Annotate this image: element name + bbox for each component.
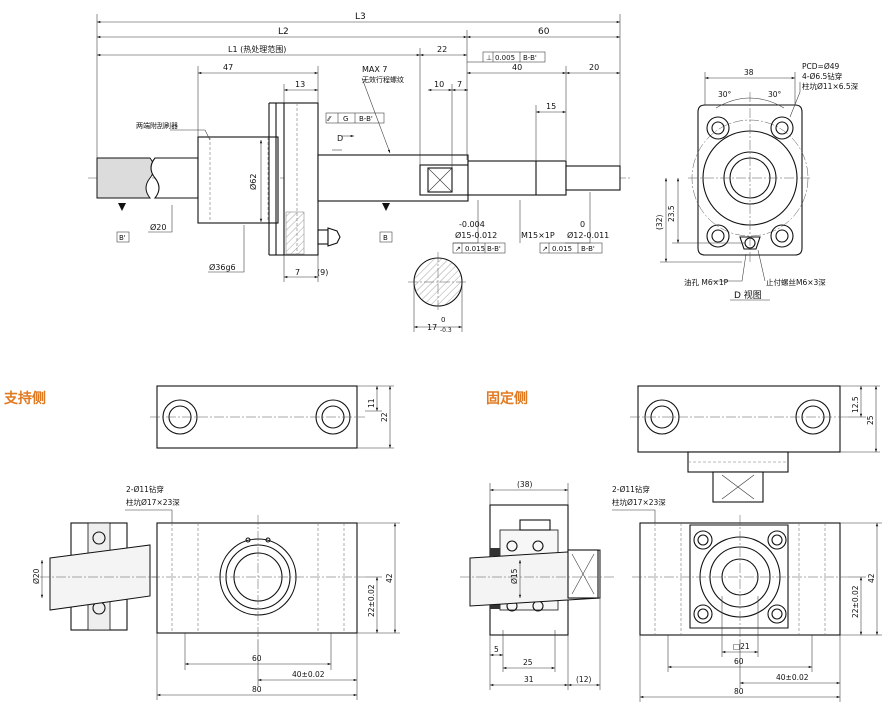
sup-w40: 40±0.02	[292, 670, 325, 679]
datum-b: B	[383, 234, 388, 242]
sup-h22b: 22±0.02	[367, 584, 376, 617]
support-side-section	[40, 522, 160, 631]
dim-7: 7	[457, 80, 462, 89]
datum-bp: B'	[119, 234, 126, 242]
fix-h25: 25	[866, 415, 875, 425]
fix-h125: 12.5	[851, 396, 860, 413]
fix-w80: 80	[734, 687, 744, 696]
dim-20: 20	[589, 63, 599, 72]
fix-dia15: Ø15	[510, 568, 519, 584]
d-angle-left: 30°	[718, 90, 732, 99]
fcf-perp-ref: B-B'	[523, 54, 537, 62]
dim-L3: L3	[355, 12, 366, 22]
fix-holes-2: 柱坑Ø17×23深	[612, 497, 666, 507]
sup-w60: 60	[252, 654, 262, 663]
fcf-perp-value: 0.005	[495, 54, 515, 62]
sup-h22: 22	[380, 412, 389, 422]
d-holes-2: 柱坑Ø11×6.5深	[802, 81, 859, 91]
fix-w31: 31	[524, 675, 534, 684]
fixed-side-front	[612, 509, 882, 702]
fixed-side-top	[630, 385, 880, 503]
d-width-38: 38	[744, 68, 754, 77]
dim-10: 10	[434, 80, 444, 89]
d-view-label: D 视图	[734, 289, 762, 301]
sup-holes-1: 2-Ø11钻穿	[126, 484, 164, 494]
datum-and-fcf: B' B ⊥ 0.005 B-B' ⁄⁄ G B-B' ↗ 0.015 B-B'…	[116, 51, 603, 254]
dim-dia36: Ø36g6	[209, 262, 236, 272]
tol-12-upper: 0	[580, 220, 585, 229]
sup-h11: 11	[367, 398, 376, 408]
fix-sq21: □21	[733, 642, 750, 651]
tol-15-upper: -0.004	[459, 220, 485, 229]
sup-h42: 42	[385, 573, 394, 583]
dim-17-tol: -0.3	[440, 327, 452, 334]
sup-holes-2: 柱坑Ø17×23深	[126, 497, 180, 507]
support-side-front	[125, 509, 400, 700]
dim-40: 40	[512, 63, 522, 72]
fixed-side-title: 固定侧	[486, 390, 528, 407]
fix-w60: 60	[734, 657, 744, 666]
note-no-thread: 无效行程螺纹	[362, 75, 404, 84]
d-pcd: PCD=Ø49	[802, 62, 839, 71]
svg-text:⁄⁄: ⁄⁄	[326, 115, 332, 123]
d-view	[660, 72, 812, 301]
d-angle-right: 30°	[768, 90, 782, 99]
sup-dia20: Ø20	[32, 568, 41, 584]
note-wiper: 两端附刮刷器	[136, 121, 178, 130]
dim-dia62: Ø62	[248, 174, 258, 190]
fix-w5: 5	[494, 645, 499, 654]
d-h32: (32)	[655, 215, 664, 230]
fcf-runout2-value: 0.015	[552, 245, 572, 253]
fcf-g-ref: B-B'	[359, 115, 373, 123]
dim-L1: L1 (热处理范围)	[228, 44, 286, 54]
fix-w25: 25	[523, 658, 533, 667]
fix-h42: 42	[867, 573, 876, 583]
note-max7: MAX 7	[362, 65, 388, 74]
d-holes-1: 4-Ø6.5钻穿	[802, 71, 842, 81]
fcf-runout1-value: 0.015	[465, 245, 485, 253]
fixed-side-section	[460, 483, 615, 690]
section-d: D	[337, 134, 343, 143]
dim-M15: M15×1P	[521, 231, 555, 240]
fcf-runout2-ref: B-B'	[581, 245, 595, 253]
fcf-runout1-ref: B-B'	[487, 245, 501, 253]
dim-47: 47	[223, 63, 233, 72]
tol-15: Ø15-0.012	[455, 230, 497, 240]
sup-w80: 80	[252, 685, 262, 694]
d-set-screw: 止付螺丝M6×3深	[766, 277, 826, 287]
support-side-title: 支持侧	[3, 390, 46, 407]
dim-60: 60	[538, 27, 550, 37]
fixed-side-texts: 12.5 25 (38) 2-Ø11钻穿 柱坑Ø17×23深 Ø15 5 25 …	[494, 396, 876, 696]
support-side-texts: 11 22 2-Ø11钻穿 柱坑Ø17×23深 Ø20 60 40±0.02 8…	[32, 398, 394, 694]
dim-dia20: Ø20	[150, 222, 166, 232]
dim-zero-section: 0	[441, 316, 445, 324]
d-view-texts: PCD=Ø49 4-Ø6.5钻穿 柱坑Ø11×6.5深 38 30° 30° (…	[655, 62, 859, 301]
d-h23: 23.5	[667, 205, 676, 222]
dim-15: 15	[546, 102, 556, 111]
fix-holes-1: 2-Ø11钻穿	[612, 484, 650, 494]
dim-7b: 7	[295, 268, 300, 277]
fix-h22: 22±0.02	[851, 585, 860, 618]
d-oil-hole: 油孔 M6×1P	[684, 277, 729, 287]
svg-text:⊥: ⊥	[486, 54, 492, 62]
tol-12: Ø12-0.011	[567, 230, 609, 240]
dim-17: 17	[427, 323, 437, 332]
dim-22: 22	[437, 45, 447, 54]
screw-dimension-texts: L3 L2 60 L1 (热处理范围) 22 40 20 47 13 10 7 …	[136, 12, 609, 334]
fix-w38: (38)	[517, 480, 532, 489]
svg-text:↗: ↗	[455, 245, 461, 253]
fix-w40: 40±0.02	[776, 673, 809, 682]
screw-side-view	[88, 14, 630, 332]
d-view-holes	[706, 116, 794, 248]
fcf-g-symbol: G	[343, 115, 348, 123]
svg-text:↗: ↗	[542, 245, 548, 253]
support-side-top	[150, 385, 394, 449]
dim-9: (9)	[317, 268, 328, 277]
dim-13: 13	[295, 80, 305, 89]
dim-L2: L2	[278, 27, 289, 37]
fix-w12: (12)	[576, 675, 591, 684]
